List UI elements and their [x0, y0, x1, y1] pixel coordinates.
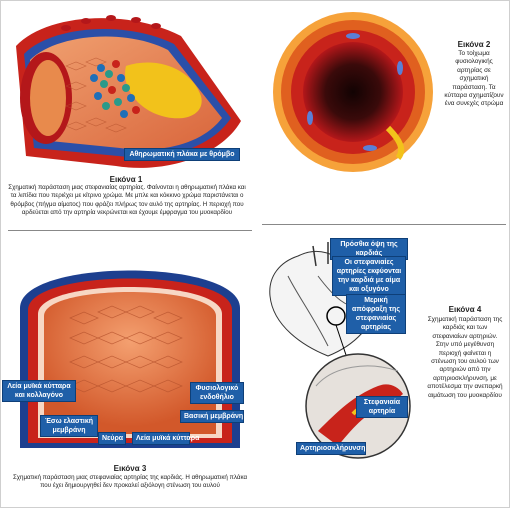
- fig3-elastic-membrane-label: Έσω ελαστική μεμβράνη: [40, 415, 98, 437]
- blood-cells: [61, 15, 161, 31]
- figure3-artery-wall-layers: [20, 270, 240, 448]
- fig4-coronary-origin-label: Οι στεφανιαίες αρτηρίες εκφύονται την κα…: [332, 256, 406, 296]
- fig3-smooth-muscle-label: Λεία μυϊκά κύτταρα και κολλαγόνο: [2, 380, 76, 402]
- divider-top-right: [262, 224, 506, 225]
- fig4-partial-blockage-label: Μερική απόφραξη της στεφανιαίας αρτηρίας: [346, 294, 406, 334]
- fig2-caption: Το τοίχωμα φυσιολογικής αρτηρίας σε σχημ…: [444, 50, 504, 108]
- fig4-atherosclerosis-label: Αρτηριοσκλήρυνση: [296, 442, 366, 455]
- fig3-title: Εικόνα 3: [113, 464, 147, 473]
- fig1-title: Εικόνα 1: [109, 175, 143, 184]
- endothelial-cells: [307, 33, 403, 151]
- divider-left: [8, 230, 252, 231]
- fig4-caption: Σχηματική παράσταση της καρδιάς και των …: [427, 316, 503, 399]
- fig3-smooth-muscle-cells-label: Λεία μυϊκά κύτταρα: [132, 432, 199, 445]
- fig3-caption: Σχηματική παράσταση μιας στεφανιαίας αρτ…: [12, 474, 248, 490]
- tissue-texture: [315, 365, 399, 387]
- fig1-plaque-label: Αθηρωματική πλάκα με θρόμβο: [124, 148, 240, 161]
- endothelium-cell-pattern: [65, 57, 127, 133]
- endothelium-surface: [44, 292, 216, 434]
- figure2-artery-cross-section: [273, 12, 433, 172]
- fig1-caption: Σχηματική παράσταση μιας στεφανιαίας αρτ…: [8, 184, 246, 217]
- fig4-coronary-artery-label: Στεφανιαία αρτηρία: [356, 396, 408, 418]
- atheromatous-plaque: [125, 62, 202, 119]
- fig3-nerve-label: Νεύρα: [98, 432, 126, 445]
- figure1-artery-illustration: [16, 15, 241, 168]
- fig4-title: Εικόνα 4: [448, 305, 482, 314]
- fig3-endothelium-label: Φυσιολογικό ενδοθήλιο: [190, 382, 244, 404]
- artery-lumen-opening: [30, 60, 66, 136]
- fig4-front-view-label: Πρόσθια όψη της καρδιάς: [330, 238, 408, 260]
- minor-plaque: [385, 125, 405, 160]
- fig3-basement-membrane-label: Βασική μεμβράνη: [180, 410, 244, 423]
- fig2-title: Εικόνα 2: [457, 40, 491, 49]
- artery-inner-wall: [30, 36, 222, 150]
- endothelial-cell-grid: [69, 305, 183, 393]
- artery-lumen: [303, 42, 403, 142]
- thrombus-cluster: [90, 60, 140, 118]
